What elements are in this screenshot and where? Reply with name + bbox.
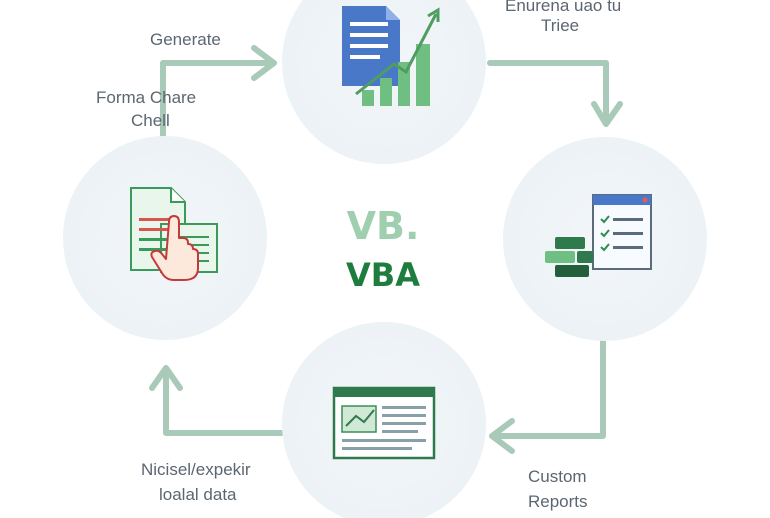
label-top-right-line2: Triee [541, 16, 580, 35]
label-top-right-line1: Enurena uao tu [505, 0, 622, 15]
center-title-vba: VBA [346, 256, 420, 294]
arrow-right-to-bottom [491, 339, 606, 439]
document-growth-chart-icon [342, 6, 440, 106]
label-bottom-left-line2: loalal data [159, 485, 237, 504]
label-bottom-left-line1: Nicisel/expekir [141, 460, 251, 479]
arrow-bottom-to-left [163, 369, 285, 436]
label-custom: Custom [528, 467, 587, 486]
spreadsheet-click-icon [130, 187, 218, 281]
label-left-line1: Forma Chare [96, 88, 197, 107]
report-window-icon [332, 386, 436, 460]
arrow-left-to-top [160, 60, 275, 138]
label-left-line2: Chell [131, 111, 170, 130]
arrowhead-top-to-right [591, 101, 623, 127]
checklist-blocks-icon [545, 194, 652, 277]
label-reports: Reports [528, 492, 588, 511]
label-generate: Generate [150, 30, 221, 49]
node-custom-reports [282, 322, 486, 518]
arrowhead-bottom-to-left [149, 365, 183, 391]
arrowhead-right-to-bottom [489, 418, 515, 454]
arrow-top-to-right [487, 60, 609, 125]
arrowhead-left-to-top [251, 45, 277, 81]
node-generate [282, 0, 486, 164]
node-enumerate [503, 137, 707, 341]
center-title-faded: VB. [346, 204, 420, 248]
node-format-chart [63, 136, 267, 340]
